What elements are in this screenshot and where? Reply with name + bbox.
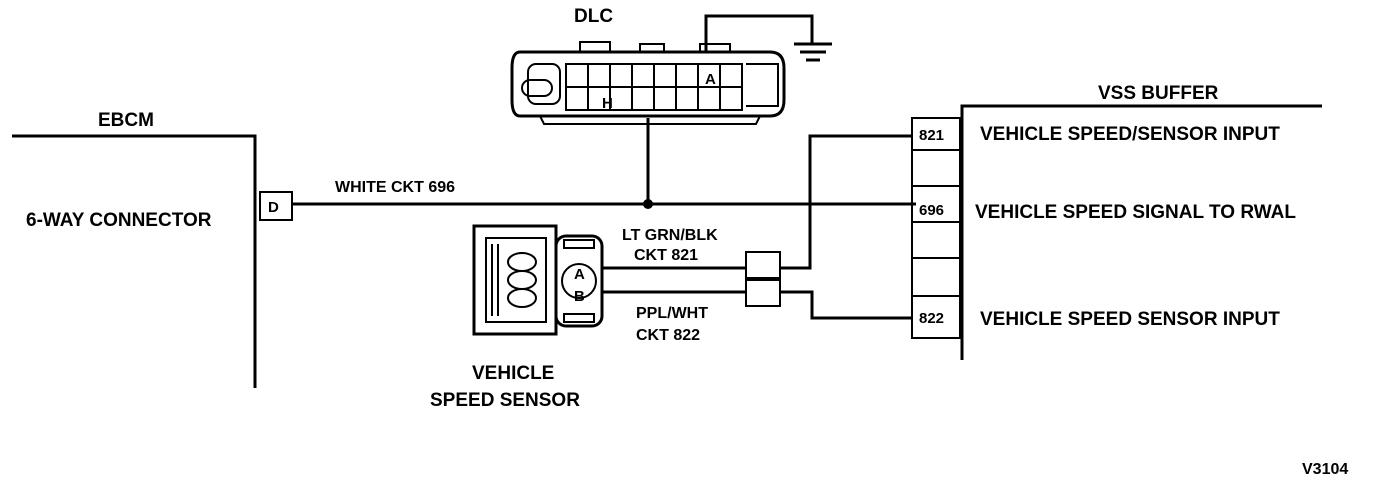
wire-ltgrn-ckt-821 xyxy=(780,134,912,270)
inline-connector-bottom xyxy=(745,279,781,307)
figure-id: V3104 xyxy=(1302,461,1348,478)
vss-buffer-label: VSS BUFFER xyxy=(1098,83,1219,104)
dlc-connector xyxy=(510,41,786,125)
ebcm-label: EBCM xyxy=(98,110,154,131)
buffer-pin-696: 696 xyxy=(919,202,944,219)
inline-connector-top xyxy=(745,251,781,279)
ckt821-label: CKT 821 xyxy=(634,247,698,264)
dlc-pin-a: A xyxy=(705,71,716,88)
buffer-pin-822: 822 xyxy=(919,310,944,327)
pplwht-label: PPL/WHT xyxy=(636,305,708,322)
sensor-pin-b: B xyxy=(574,288,585,305)
dlc-pin-h: H xyxy=(602,95,613,112)
buffer-pin-821: 821 xyxy=(919,127,944,144)
ebcm-outline xyxy=(12,134,257,388)
connector-pin-d: D xyxy=(268,199,279,216)
wire-ppl-wht-ckt-822 xyxy=(780,290,912,320)
dlc-label: DLC xyxy=(574,6,613,27)
buffer-desc-821: VEHICLE SPEED/SENSOR INPUT xyxy=(980,124,1280,145)
wire-dlc-ground xyxy=(704,14,814,52)
vss-label-line2: SPEED SENSOR xyxy=(430,390,580,411)
white-ckt-label: WHITE CKT 696 xyxy=(335,179,455,196)
vehicle-speed-sensor xyxy=(472,224,604,336)
ckt822-label: CKT 822 xyxy=(636,327,700,344)
buffer-desc-822: VEHICLE SPEED SENSOR INPUT xyxy=(980,309,1280,330)
sensor-pin-a: A xyxy=(574,266,585,283)
connector-label: 6-WAY CONNECTOR xyxy=(26,210,212,231)
vss-buffer-connector xyxy=(911,117,961,339)
ltgrn-label: LT GRN/BLK xyxy=(622,227,718,244)
connector-pin-d-box xyxy=(259,191,293,221)
vss-label-line1: VEHICLE xyxy=(472,363,554,384)
vss-buffer-outline xyxy=(960,104,1322,360)
buffer-desc-696: VEHICLE SPEED SIGNAL TO RWAL xyxy=(975,202,1296,223)
